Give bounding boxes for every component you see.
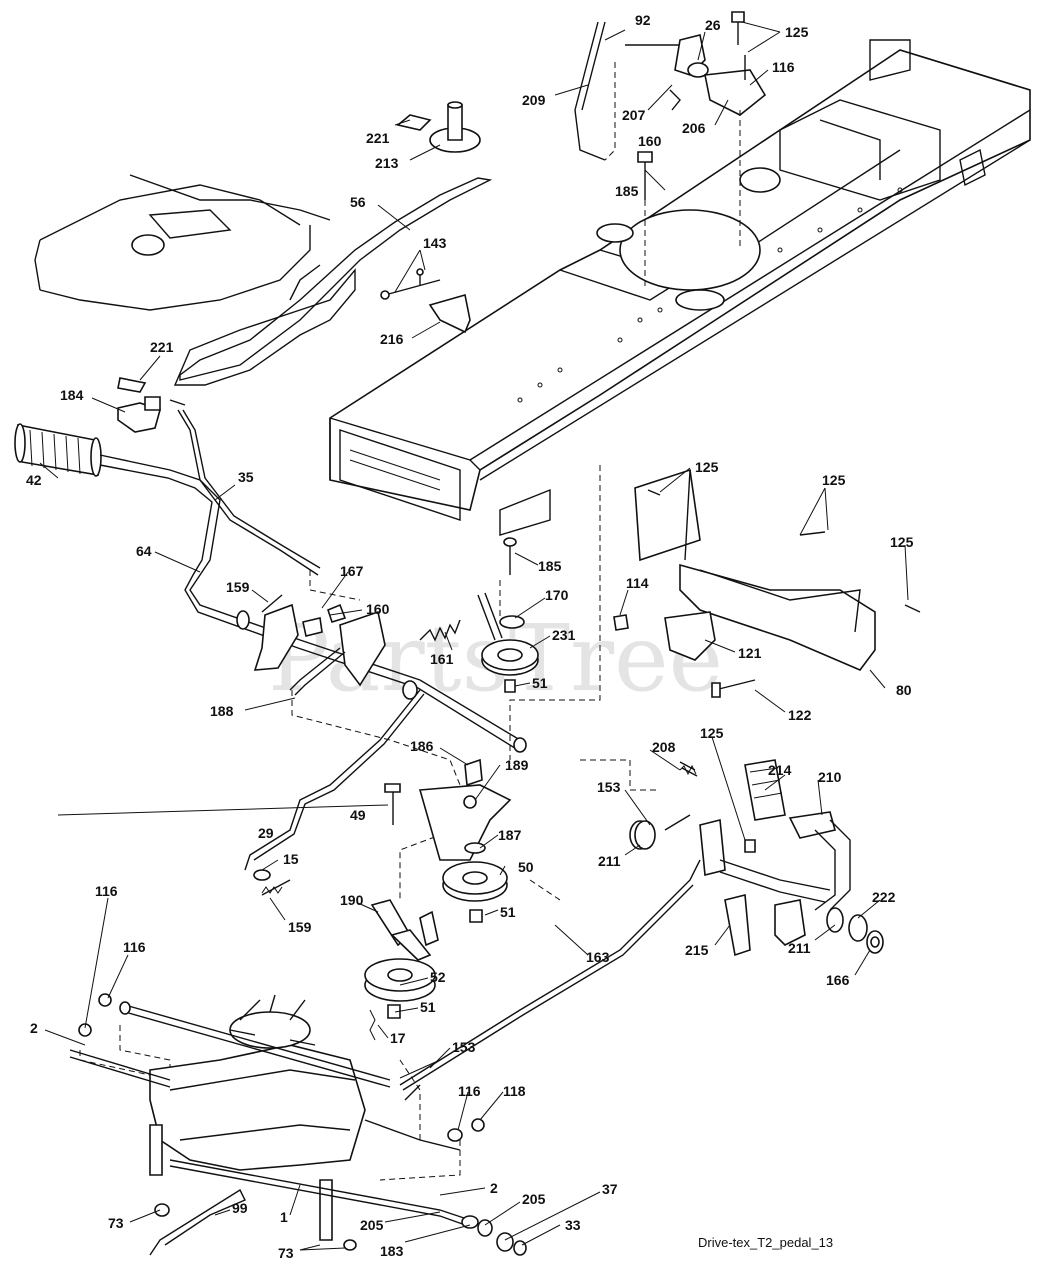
- part-label-185: 185: [615, 183, 639, 199]
- part-label-167: 167: [340, 563, 364, 579]
- part-labels: 92 26 125 116 209 207 206 160 185 221 21…: [26, 12, 914, 1261]
- part-label-153: 153: [597, 779, 621, 795]
- part-label-51: 51: [532, 675, 548, 691]
- part-label-170: 170: [545, 587, 569, 603]
- part-label-122: 122: [788, 707, 812, 723]
- part-label-211: 211: [598, 853, 621, 869]
- idler-pulley-231: [477, 537, 539, 693]
- brake-rod-163: [399, 859, 701, 1101]
- part-label-51: 51: [420, 999, 436, 1015]
- handle-grip: [14, 423, 102, 477]
- part-label-56: 56: [350, 194, 366, 210]
- part-label-35: 35: [238, 469, 254, 485]
- part-label-189: 189: [505, 757, 529, 773]
- lever-bracket: [253, 594, 386, 696]
- part-label-185: 185: [538, 558, 562, 574]
- part-label-187: 187: [498, 827, 522, 843]
- drive-belt: [173, 177, 493, 386]
- part-label-231: 231: [552, 627, 576, 643]
- part-label-2: 2: [30, 1020, 38, 1036]
- transaxle: [69, 993, 485, 1256]
- part-label-50: 50: [518, 859, 534, 875]
- support-bracket-80: [613, 468, 921, 698]
- part-label-125: 125: [785, 24, 809, 40]
- bracket-216: [380, 268, 471, 334]
- part-label-125: 125: [890, 534, 914, 550]
- part-label-160: 160: [638, 133, 662, 149]
- part-label-51: 51: [500, 904, 516, 920]
- part-label-208: 208: [652, 739, 676, 755]
- frame-assembly: [329, 39, 1031, 536]
- part-label-116: 116: [772, 59, 795, 75]
- part-label-73: 73: [108, 1215, 124, 1231]
- part-label-29: 29: [258, 825, 274, 841]
- knob-assembly-213: [396, 101, 481, 153]
- brake-bracket-assembly: [574, 11, 767, 290]
- part-label-221: 221: [150, 339, 174, 355]
- part-label-125: 125: [695, 459, 719, 475]
- part-label-188: 188: [210, 703, 234, 719]
- spring-161: [419, 619, 461, 642]
- part-label-190: 190: [340, 892, 364, 908]
- part-label-118: 118: [503, 1083, 526, 1099]
- part-label-114: 114: [626, 575, 649, 591]
- part-label-160: 160: [366, 601, 390, 617]
- part-label-64: 64: [136, 543, 152, 559]
- part-label-121: 121: [738, 645, 762, 661]
- part-label-184: 184: [60, 387, 84, 403]
- part-label-186: 186: [410, 738, 434, 754]
- part-label-207: 207: [622, 107, 646, 123]
- part-label-143: 143: [423, 235, 447, 251]
- part-label-52: 52: [430, 969, 446, 985]
- engine-cover: [34, 174, 331, 311]
- part-label-221: 221: [366, 130, 390, 146]
- part-label-159: 159: [226, 579, 250, 595]
- part-label-15: 15: [283, 851, 299, 867]
- part-label-163: 163: [586, 949, 610, 965]
- shift-rod-64: [99, 454, 527, 753]
- part-label-80: 80: [896, 682, 912, 698]
- part-label-116: 116: [95, 883, 118, 899]
- part-label-42: 42: [26, 472, 42, 488]
- part-label-206: 206: [682, 120, 706, 136]
- part-label-73: 73: [278, 1245, 294, 1261]
- part-label-33: 33: [565, 1217, 581, 1233]
- pedal-assembly: [629, 759, 884, 957]
- part-label-116: 116: [458, 1083, 481, 1099]
- part-label-26: 26: [705, 17, 721, 33]
- part-label-213: 213: [375, 155, 399, 171]
- part-label-214: 214: [768, 762, 792, 778]
- link-rod-29: [244, 689, 425, 896]
- part-label-216: 216: [380, 331, 404, 347]
- part-label-159: 159: [288, 919, 312, 935]
- guide-lines: [79, 465, 660, 1181]
- leader-lines: [39, 21, 909, 1251]
- part-label-210: 210: [818, 769, 842, 785]
- part-label-116: 116: [123, 939, 146, 955]
- pulley-assembly-50: [384, 758, 512, 923]
- part-label-125: 125: [822, 472, 846, 488]
- part-label-205: 205: [360, 1217, 384, 1233]
- part-label-99: 99: [232, 1200, 248, 1216]
- part-label-166: 166: [826, 972, 850, 988]
- part-label-215: 215: [685, 942, 709, 958]
- part-label-205: 205: [522, 1191, 546, 1207]
- part-label-209: 209: [522, 92, 546, 108]
- part-label-37: 37: [602, 1181, 618, 1197]
- diagram-caption: Drive-tex_T2_pedal_13: [698, 1235, 833, 1250]
- bracket-190: [370, 899, 439, 961]
- part-label-211: 211: [788, 940, 811, 956]
- part-label-17: 17: [390, 1030, 406, 1046]
- part-label-161: 161: [430, 651, 454, 667]
- part-label-1: 1: [280, 1209, 288, 1225]
- part-label-125: 125: [700, 725, 724, 741]
- cap-184: [117, 377, 161, 433]
- part-label-49: 49: [350, 807, 366, 823]
- part-label-153: 153: [452, 1039, 476, 1055]
- part-label-92: 92: [635, 12, 651, 28]
- part-label-183: 183: [380, 1243, 404, 1259]
- part-label-2: 2: [490, 1180, 498, 1196]
- part-label-222: 222: [872, 889, 896, 905]
